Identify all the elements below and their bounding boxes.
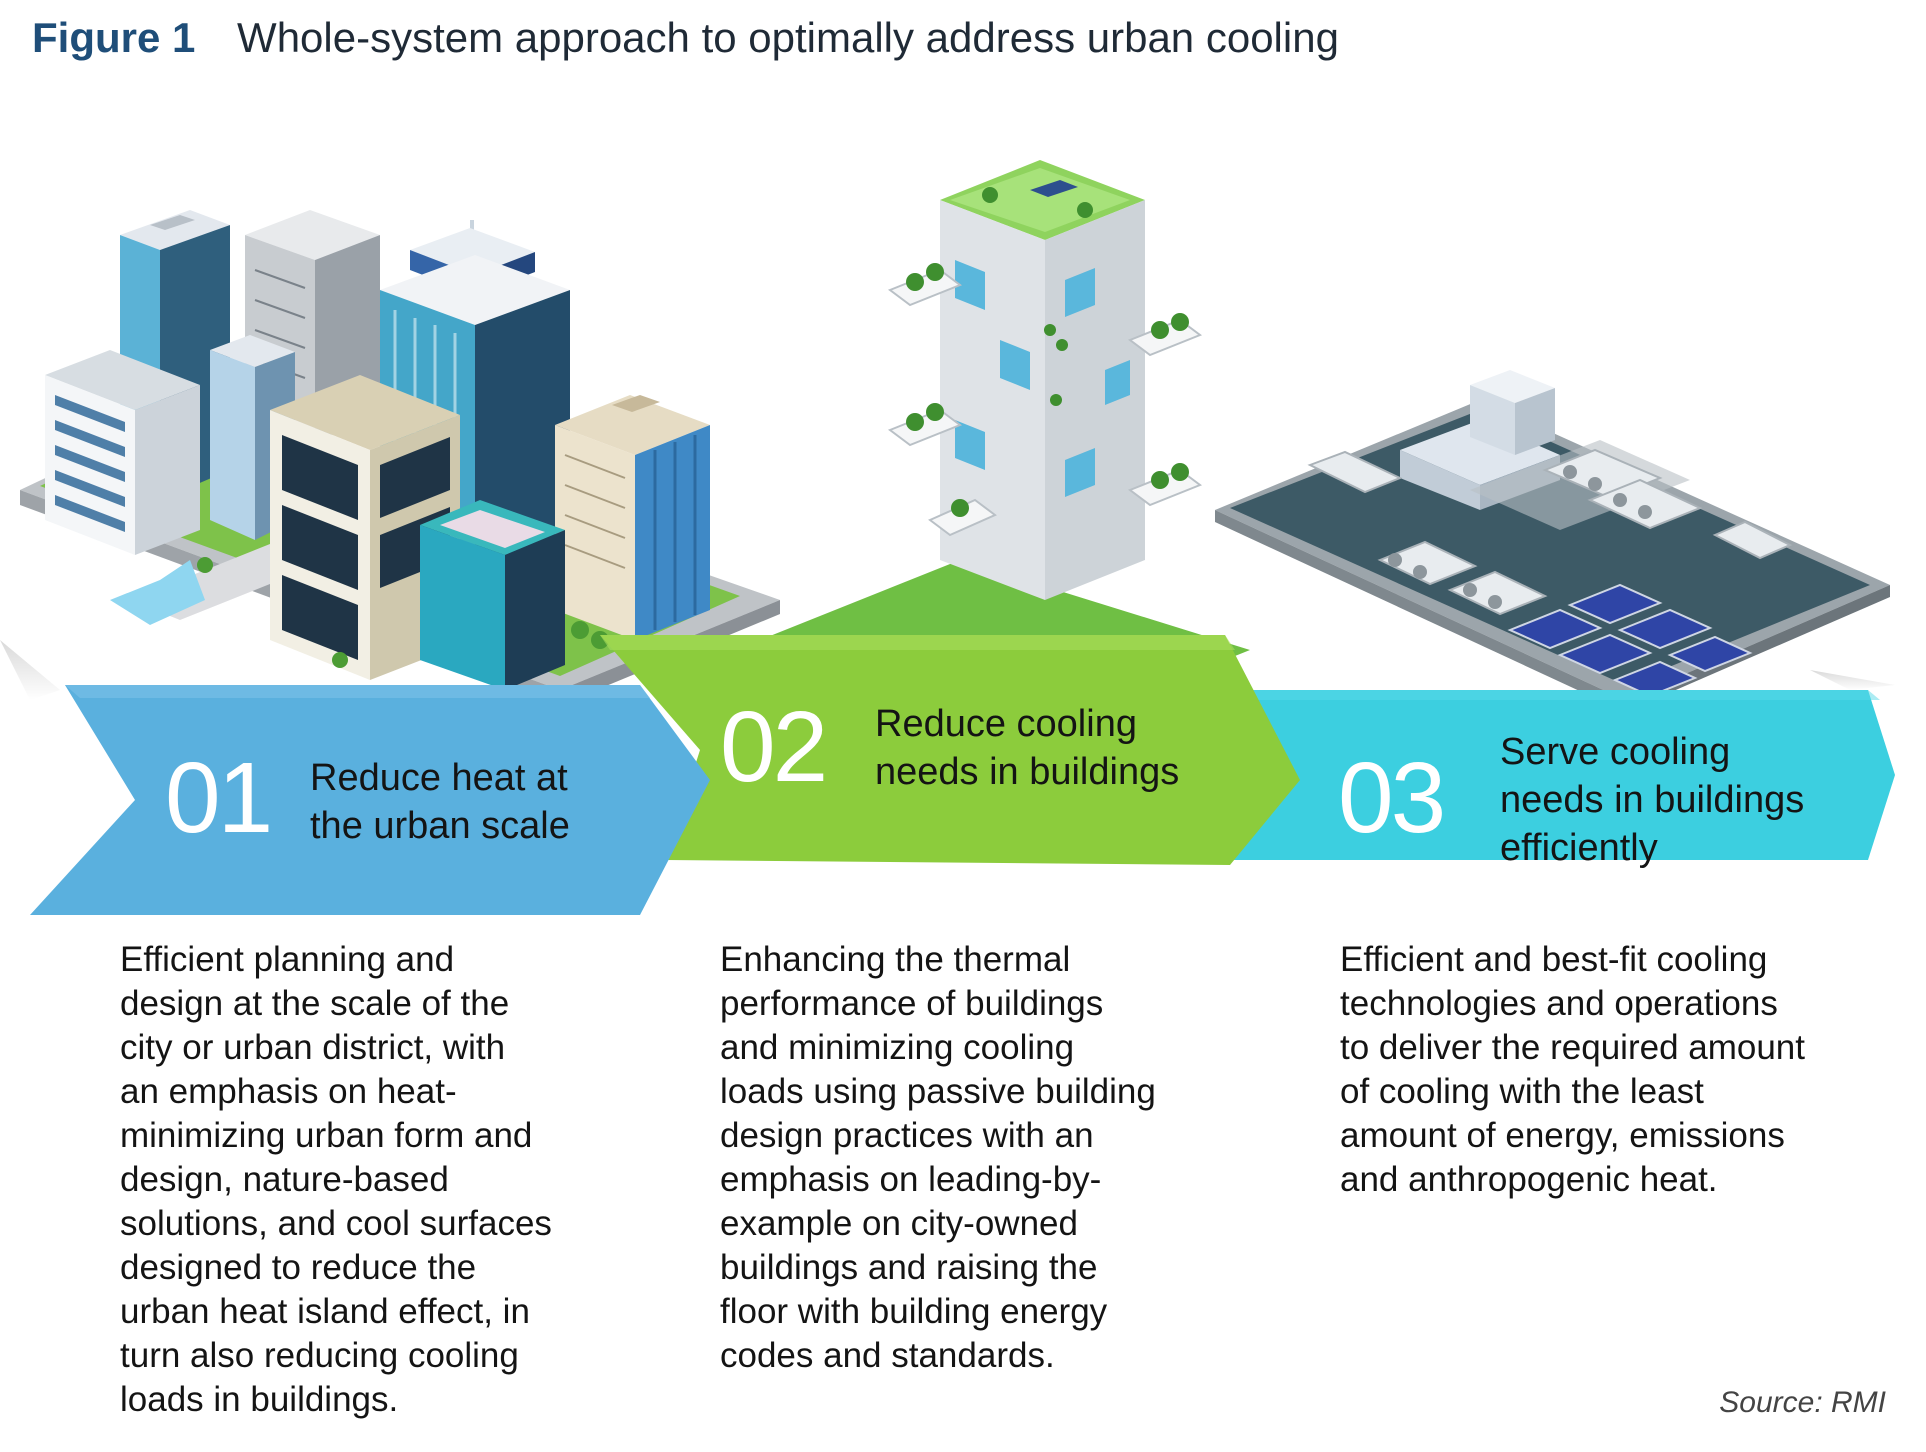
description-line: and minimizing cooling <box>720 1028 1075 1067</box>
step-2-number: 02 <box>720 691 828 803</box>
step-2-heading-line: Reduce cooling <box>875 703 1137 745</box>
description-line: emphasis on leading-by- <box>720 1160 1102 1199</box>
description-line: and anthropogenic heat. <box>1340 1160 1718 1199</box>
description-line: amount of energy, emissions <box>1340 1116 1785 1155</box>
step-2-description: Enhancing the thermal performance of bui… <box>720 938 1156 1378</box>
description-line: minimizing urban form and <box>120 1116 533 1155</box>
description-line: to deliver the required amount <box>1340 1028 1805 1067</box>
description-line: urban heat island effect, in <box>120 1292 530 1331</box>
step-2-heading: Reduce cooling needs in buildings <box>875 700 1179 796</box>
description-line: turn also reducing cooling <box>120 1336 519 1375</box>
description-line: buildings and raising the <box>720 1248 1098 1287</box>
step-1-number: 01 <box>165 742 273 854</box>
description-line: of cooling with the least <box>1340 1072 1704 1111</box>
description-line: Efficient and best-fit cooling <box>1340 940 1768 979</box>
step-1-heading: Reduce heat at the urban scale <box>310 754 570 850</box>
step-2-heading-line: needs in buildings <box>875 751 1180 793</box>
source-note: Source: RMI <box>1719 1386 1886 1419</box>
description-line: design, nature-based <box>120 1160 449 1199</box>
description-line: an emphasis on heat- <box>120 1072 457 1111</box>
figure-title: Figure 1 Whole-system approach to optima… <box>32 14 1339 62</box>
description-line: performance of buildings <box>720 984 1104 1023</box>
description-line: codes and standards. <box>720 1336 1055 1375</box>
description-line: example on city-owned <box>720 1204 1078 1243</box>
figure-label: Figure 1 <box>32 14 196 61</box>
step-3-heading-line: Serve cooling <box>1500 731 1731 773</box>
step-1-heading-line: the urban scale <box>310 805 570 847</box>
description-line: Efficient planning and <box>120 940 455 979</box>
description-line: loads using passive building <box>720 1072 1156 1111</box>
description-line: solutions, and cool surfaces <box>120 1204 552 1243</box>
description-line: design practices with an <box>720 1116 1094 1155</box>
step-3-chevron <box>1190 690 1895 860</box>
city-buildings-illustration <box>20 210 780 705</box>
step-3-description: Efficient and best-fit cooling technolog… <box>1340 938 1805 1202</box>
description-line: floor with building energy <box>720 1292 1108 1331</box>
step-3-heading: Serve cooling needs in buildings efficie… <box>1500 728 1804 872</box>
step-1-chevron <box>30 685 710 915</box>
step-3-heading-line: efficiently <box>1500 827 1658 869</box>
figure-title-text: Whole-system approach to optimally addre… <box>237 14 1339 61</box>
step-1-description: Efficient planning and design at the sca… <box>120 938 552 1422</box>
description-line: city or urban district, with <box>120 1028 506 1067</box>
description-line: technologies and operations <box>1340 984 1778 1023</box>
step-2-chevron <box>600 635 1300 865</box>
description-line: Enhancing the thermal <box>720 940 1071 979</box>
description-line: designed to reduce the <box>120 1248 477 1287</box>
step-3-heading-line: needs in buildings <box>1500 779 1805 821</box>
description-line: loads in buildings. <box>120 1380 399 1419</box>
step-arrow-band <box>0 635 1895 915</box>
step-3-number: 03 <box>1338 742 1446 854</box>
step-1-heading-line: Reduce heat at <box>310 757 568 799</box>
rooftop-cooling-illustration <box>1215 370 1890 712</box>
description-line: design at the scale of the <box>120 984 510 1023</box>
